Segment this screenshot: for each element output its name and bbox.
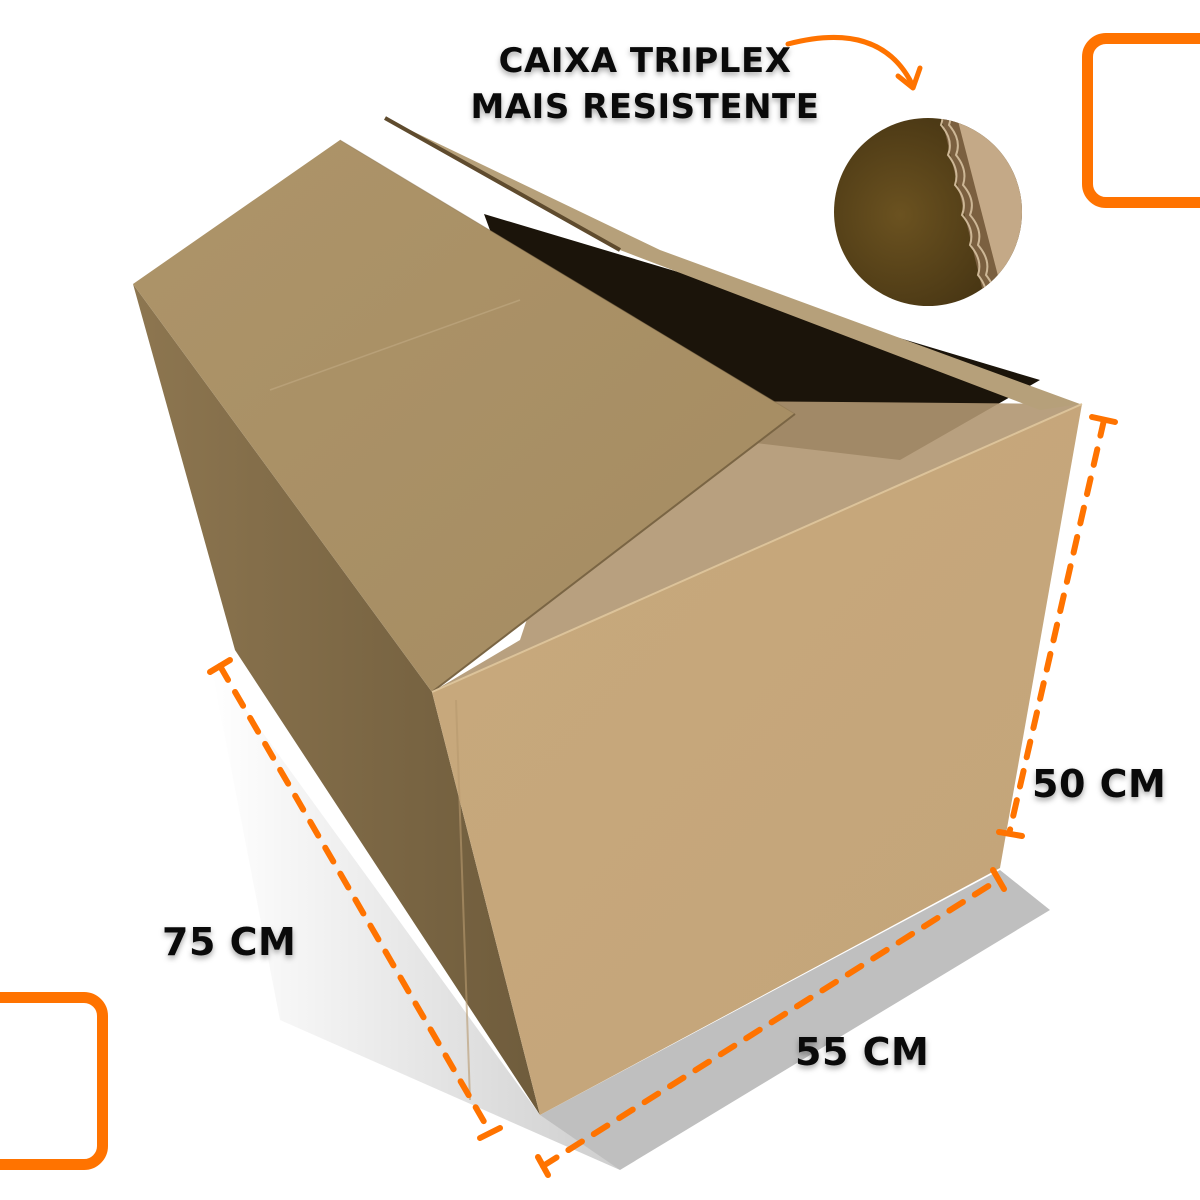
- dimension-line-height: [996, 414, 1118, 839]
- box-front-face: [432, 404, 1082, 1115]
- length-label: 75 CM: [162, 920, 297, 964]
- width-label: 55 CM: [795, 1030, 930, 1074]
- decorative-frame-top-right: [1082, 33, 1200, 208]
- headline-line-2: MAIS RESISTENTE: [470, 87, 820, 127]
- decorative-frame-bottom-left: [0, 992, 108, 1170]
- headline-line-1: CAIXA TRIPLEX: [498, 41, 792, 81]
- box-side-face: [133, 284, 540, 1115]
- dimension-line-length: [207, 657, 503, 1141]
- headline: CAIXA TRIPLEX MAIS RESISTENTE: [470, 38, 820, 130]
- triplex-detail-inset: [834, 118, 1022, 306]
- arrow-icon: [785, 35, 915, 87]
- box-back-flap: [385, 118, 1080, 410]
- dimension-line-width: [535, 867, 1007, 1178]
- height-label: 50 CM: [1032, 762, 1167, 806]
- box-top-lid: [133, 140, 795, 692]
